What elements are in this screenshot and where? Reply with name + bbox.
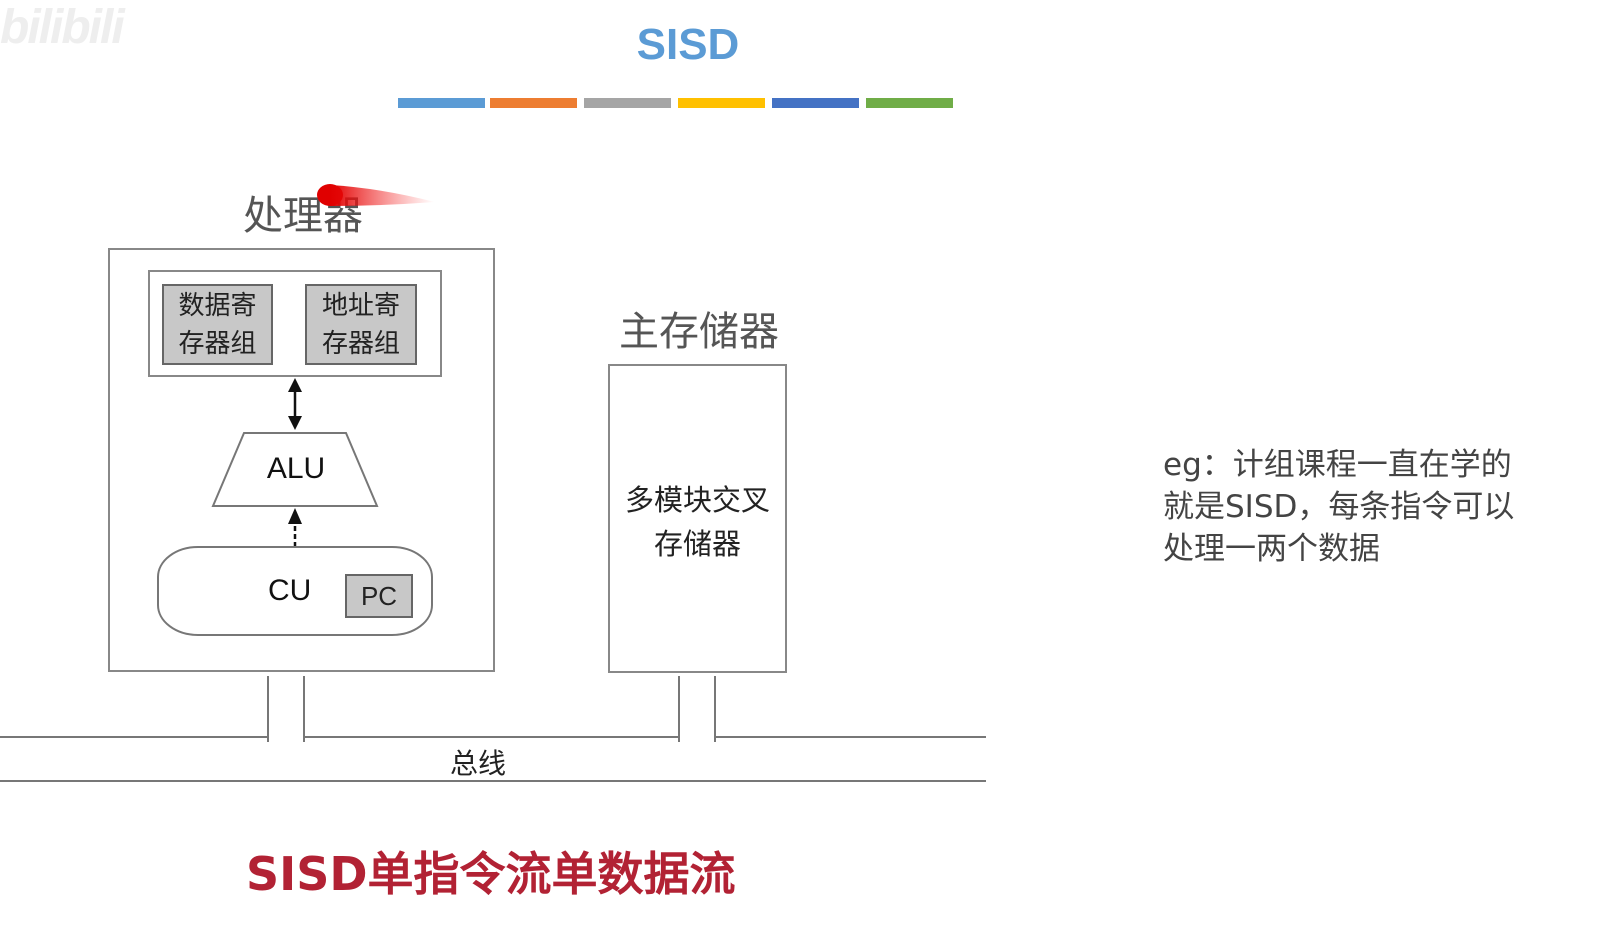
cu-label: CU — [268, 574, 312, 607]
memory-content: 多模块交叉 存储器 — [611, 478, 784, 566]
note-line1: eg：计组课程一直在学的 — [1163, 447, 1512, 483]
address-register-line1: 地址寄 — [321, 290, 400, 321]
address-register-line2: 存器组 — [321, 328, 400, 359]
memory-bus-connector — [678, 676, 716, 742]
memory-line2: 存储器 — [653, 527, 741, 561]
color-bar-segment — [398, 98, 485, 108]
data-register-group: 数据寄 存器组 — [162, 284, 273, 365]
memory-label: 主存储器 — [619, 309, 779, 355]
page-title: SISD — [636, 20, 740, 69]
color-bar-segment — [584, 98, 671, 108]
color-bar-segment — [678, 98, 765, 108]
alu-trapezoid — [211, 432, 379, 507]
memory-line1: 多模块交叉 — [624, 483, 770, 517]
color-bar-segment — [490, 98, 577, 108]
data-register-line1: 数据寄 — [178, 290, 257, 321]
alu-label: ALU — [266, 452, 326, 485]
bus-lines — [0, 736, 986, 782]
bottom-title: SISD单指令流单数据流 — [246, 847, 736, 901]
double-arrow — [288, 378, 302, 430]
note-line3: 处理一两个数据 — [1163, 531, 1380, 567]
address-register-group: 地址寄 存器组 — [305, 284, 417, 365]
color-bar-segment — [772, 98, 859, 108]
control-arrow — [288, 508, 302, 547]
laser-pointer-mark — [317, 184, 435, 206]
pc-register: PC — [345, 574, 413, 618]
example-note: eg：计组课程一直在学的 就是SISD，每条指令可以 处理一两个数据 — [1163, 444, 1514, 570]
pc-label: PC — [360, 581, 398, 611]
bus-label: 总线 — [450, 747, 507, 780]
color-bar-segment — [866, 98, 953, 108]
processor-bus-connector — [267, 676, 305, 742]
bilibili-logo: bilibili — [0, 1, 125, 54]
data-register-line2: 存器组 — [178, 328, 257, 359]
note-line2: 就是SISD，每条指令可以 — [1163, 489, 1515, 525]
memory-box — [608, 364, 787, 673]
